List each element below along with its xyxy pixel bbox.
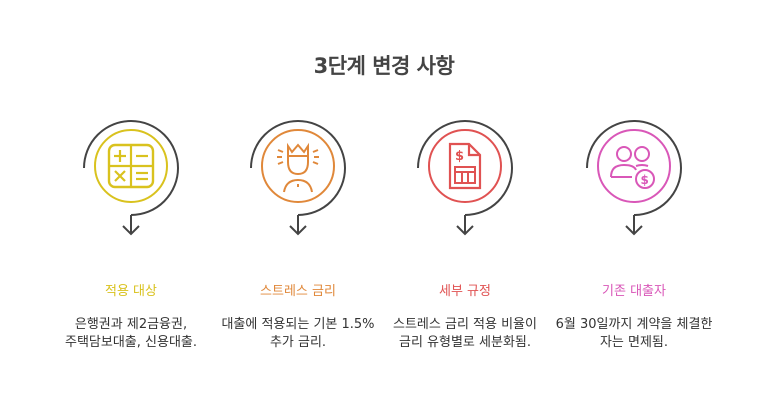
users-money-icon: $: [586, 120, 682, 236]
step-description: 6월 30일까지 계약을 체결한 자는 면제됨.: [555, 317, 713, 350]
step-description: 스트레스 금리 적용 비율이 금리 유형별로 세분화됨.: [393, 317, 537, 350]
step-label: 스트레스 금리: [260, 284, 336, 299]
stressed-person-icon: [250, 120, 346, 236]
calculator-icon: [83, 120, 179, 236]
svg-text:$: $: [641, 173, 649, 187]
step-label: 세부 규정: [439, 284, 491, 299]
step-description: 대출에 적용되는 기본 1.5% 추가 금리.: [221, 317, 375, 350]
diagram-title: 3단계 변경 사항: [313, 54, 455, 78]
step-label: 적용 대상: [105, 284, 157, 299]
step-label: 기존 대출자: [602, 284, 666, 299]
invoice-document-icon: $: [417, 120, 513, 236]
svg-text:$: $: [455, 149, 464, 164]
step-description: 은행권과 제2금융권, 주택담보대출, 신용대출.: [65, 317, 197, 350]
